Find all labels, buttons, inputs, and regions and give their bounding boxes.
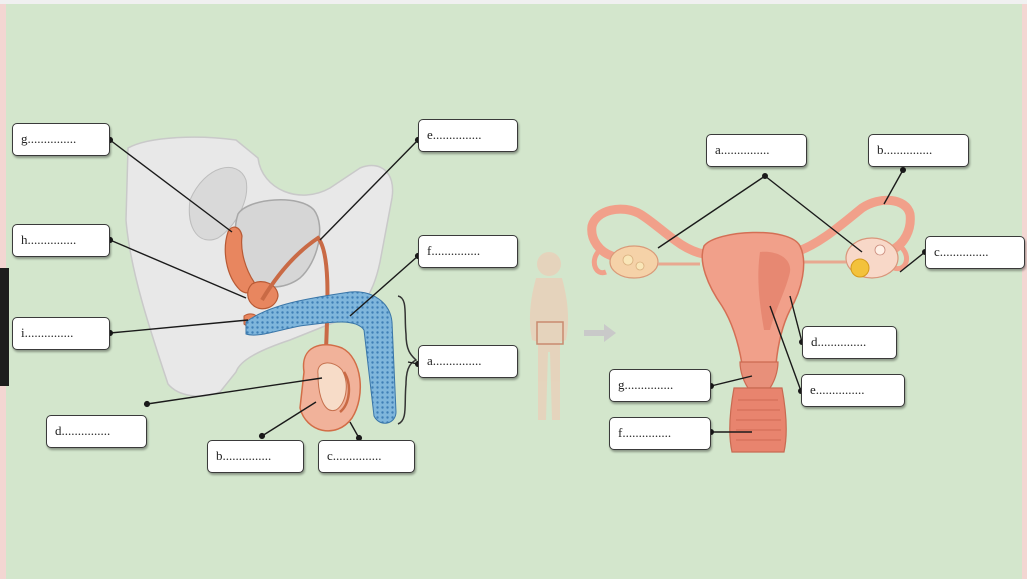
male-label-g[interactable]: g............... (12, 123, 110, 156)
female-label-c[interactable]: c............... (925, 236, 1025, 269)
male-label-c[interactable]: c............... (318, 440, 415, 473)
female-label-f[interactable]: f............... (609, 417, 711, 450)
arrow-icon (584, 324, 616, 342)
female-label-b[interactable]: b............... (868, 134, 969, 167)
male-label-d[interactable]: d............... (46, 415, 147, 448)
uterus (702, 232, 803, 364)
corpus-luteum (851, 259, 869, 277)
male-label-i[interactable]: i............... (12, 317, 110, 350)
female-label-g[interactable]: g............... (609, 369, 711, 402)
female-label-d[interactable]: d............... (802, 326, 897, 359)
label-a-brace (398, 296, 416, 424)
male-label-e[interactable]: e............... (418, 119, 518, 152)
male-label-b[interactable]: b............... (207, 440, 304, 473)
female-reproductive-diagram (592, 167, 928, 452)
female-label-a[interactable]: a............... (706, 134, 807, 167)
ovary-left (610, 246, 658, 278)
male-label-f[interactable]: f............... (418, 235, 518, 268)
male-reproductive-diagram (110, 137, 418, 438)
cervix (740, 362, 778, 388)
female-label-e[interactable]: e............... (801, 374, 905, 407)
male-label-a[interactable]: a............... (418, 345, 518, 378)
male-label-h[interactable]: h............... (12, 224, 110, 257)
